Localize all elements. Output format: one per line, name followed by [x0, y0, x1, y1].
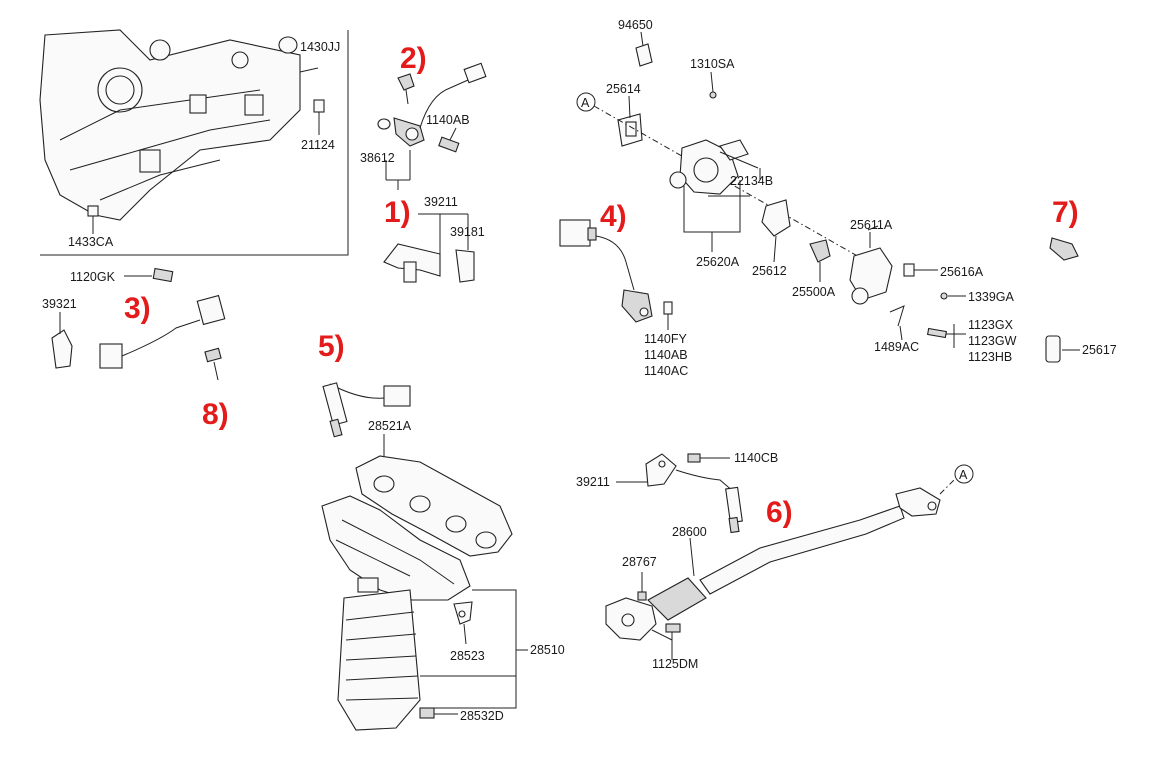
- label-28510: 28510: [530, 643, 565, 657]
- label-1489AC: 1489AC: [874, 340, 919, 354]
- label-25500A: 25500A: [792, 285, 836, 299]
- callout-1: 1): [384, 196, 411, 229]
- label-1123GW: 1123GW: [968, 334, 1017, 348]
- label-25612: 25612: [752, 264, 787, 278]
- label-28767: 28767: [622, 555, 657, 569]
- label-39211-bottom: 39211: [576, 475, 610, 489]
- label-1123HB: 1123HB: [968, 350, 1012, 364]
- label-25616A: 25616A: [940, 265, 984, 279]
- label-21124: 21124: [301, 138, 335, 152]
- label-28523: 28523: [450, 649, 485, 663]
- label-22134B: 22134B: [730, 174, 773, 188]
- label-25614: 25614: [606, 82, 641, 96]
- label-25617: 25617: [1082, 343, 1117, 357]
- exhaust-manifold-gasket: [355, 455, 513, 557]
- reference-marker-a-top: A: [576, 92, 596, 112]
- label-38612: 38612: [360, 151, 395, 165]
- label-39181: 39181: [450, 225, 485, 239]
- callout-8: 8): [202, 398, 229, 431]
- label-1140AC: 1140AC: [644, 364, 688, 378]
- label-1339GA: 1339GA: [968, 290, 1015, 304]
- reference-marker-a-bottom: A: [954, 464, 974, 484]
- label-28521A: 28521A: [368, 419, 412, 433]
- callout-4: 4): [600, 200, 627, 233]
- label-39211-top: 39211: [424, 195, 458, 209]
- label-1433CA: 1433CA: [68, 235, 114, 249]
- front-exhaust-pipe: [605, 477, 957, 660]
- callout-5: 5): [318, 330, 345, 363]
- label-94650: 94650: [618, 18, 653, 32]
- exhaust-manifold-catalytic-converter: [321, 495, 528, 731]
- sensor-2-part: [397, 73, 415, 105]
- label-28532D: 28532D: [460, 709, 504, 723]
- bracket-assembly: [383, 213, 475, 283]
- svg-text:A: A: [959, 468, 968, 482]
- label-1140CB: 1140CB: [734, 451, 778, 465]
- front-oxygen-sensor: [322, 382, 411, 438]
- label-1140AB-mid: 1140AB: [644, 348, 688, 362]
- label-39321: 39321: [42, 297, 77, 311]
- label-1430JJ: 1430JJ: [300, 40, 340, 54]
- callout-7: 7): [1052, 196, 1079, 229]
- label-1123GX: 1123GX: [968, 318, 1014, 332]
- callout-2: 2): [400, 42, 427, 75]
- crank-position-sensor-assembly: [559, 219, 673, 330]
- label-1140AB-top: 1140AB: [426, 113, 470, 127]
- engine-block-illustration: [39, 29, 349, 256]
- thermostat-housing-assembly: [593, 31, 1080, 363]
- label-1120GK: 1120GK: [70, 270, 116, 284]
- label-28600: 28600: [672, 525, 707, 539]
- svg-text:A: A: [581, 96, 590, 110]
- label-25620A: 25620A: [696, 255, 740, 269]
- callout-3: 3): [124, 292, 151, 325]
- callout-6: 6): [766, 496, 793, 529]
- label-1125DM: 1125DM: [652, 657, 698, 671]
- cam-position-sensor-assembly: [377, 62, 487, 190]
- rear-oxygen-sensor-bracket: [616, 453, 743, 534]
- label-25611A: 25611A: [850, 218, 893, 232]
- knock-sensor-assembly: [51, 267, 226, 381]
- label-1310SA: 1310SA: [690, 57, 735, 71]
- label-1140FY: 1140FY: [644, 332, 688, 346]
